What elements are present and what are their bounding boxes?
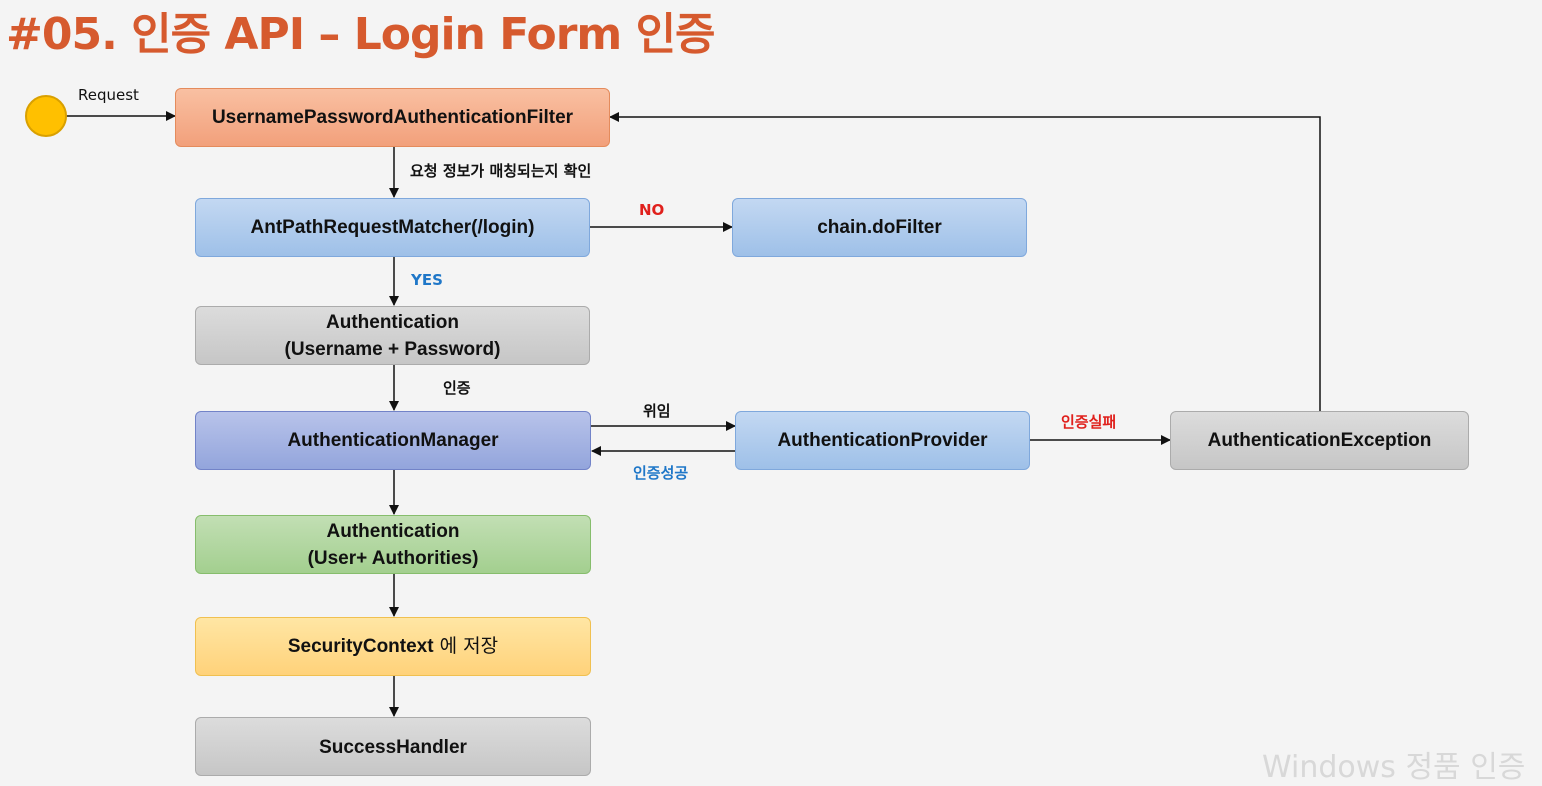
node-authentication-provider: AuthenticationProvider (735, 411, 1030, 470)
node-label-line1: Authentication (326, 311, 459, 333)
edge-label-auth-fail: 인증실패 (1061, 413, 1117, 431)
node-chain-dofilter: chain.doFilter (732, 198, 1027, 257)
edge-label-no: NO (639, 201, 665, 219)
node-authentication-exception: AuthenticationException (1170, 411, 1469, 470)
start-node (25, 95, 67, 137)
node-authentication-manager: AuthenticationManager (195, 411, 591, 470)
node-label: chain.doFilter (817, 217, 942, 238)
node-username-password-filter: UsernamePasswordAuthenticationFilter (175, 88, 610, 147)
edge-label-delegate: 위임 (643, 402, 671, 420)
arrow-exception-to-filter (609, 112, 1321, 411)
node-label: AntPathRequestMatcher(/login) (250, 217, 535, 238)
node-authentication-request: Authentication (Username + Password) (195, 306, 590, 365)
node-label-line2: (User+ Authorities) (307, 547, 479, 569)
node-ant-path-request-matcher: AntPathRequestMatcher(/login) (195, 198, 590, 257)
node-label: SuccessHandler (319, 737, 467, 758)
node-label: UsernamePasswordAuthenticationFilter (211, 107, 574, 128)
node-label-suffix: 에 저장 (433, 635, 499, 657)
node-label: AuthenticationProvider (777, 430, 988, 451)
node-label: AuthenticationManager (287, 430, 499, 451)
edge-label-yes: YES (411, 271, 443, 289)
edge-label-auth-success: 인증성공 (633, 464, 689, 482)
node-authentication-result: Authentication (User+ Authorities) (195, 515, 591, 574)
node-label-line2: (Username + Password) (284, 338, 501, 360)
node-label: AuthenticationException (1207, 430, 1432, 451)
edge-label-authenticate: 인증 (443, 379, 471, 397)
flow-connectors (65, 111, 1321, 717)
node-label-strong: SecurityContext (287, 636, 434, 657)
request-label: Request (78, 86, 139, 104)
windows-activation-watermark: Windows 정품 인증 (1262, 750, 1526, 785)
node-label-line1: Authentication (326, 520, 460, 542)
node-security-context: SecurityContext 에 저장 (195, 617, 591, 676)
edge-label-check-match: 요청 정보가 매칭되는지 확인 (410, 162, 592, 180)
page-title: #05. 인증 API – Login Form 인증 (6, 9, 716, 60)
node-success-handler: SuccessHandler (195, 717, 591, 776)
